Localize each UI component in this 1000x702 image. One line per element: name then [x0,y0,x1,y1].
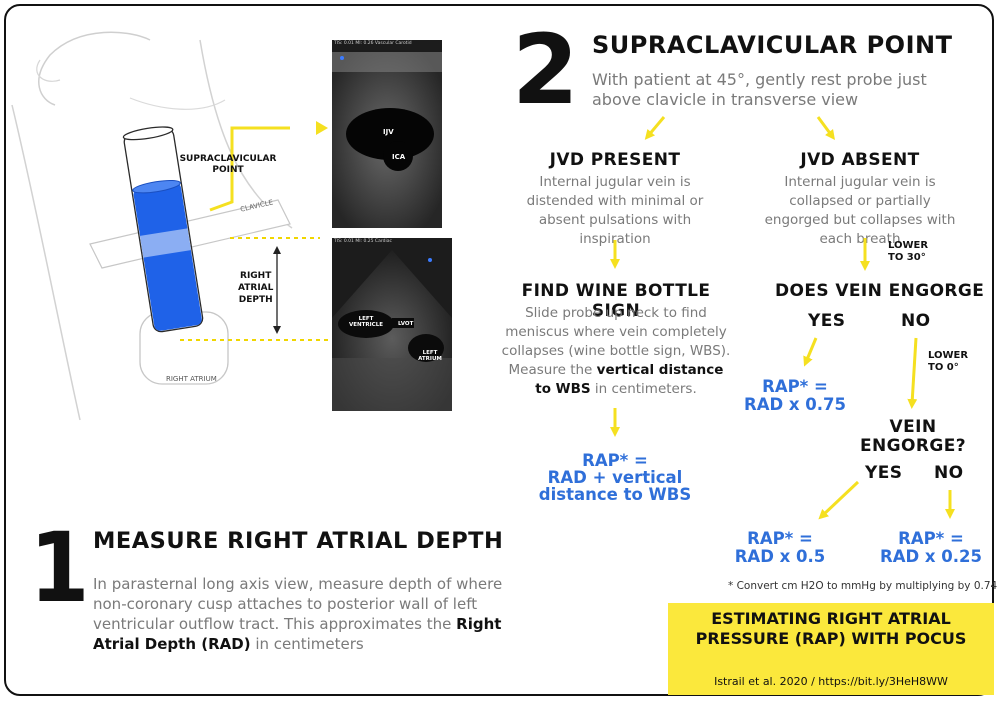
rad-line-1: RIGHT [240,271,272,281]
wine-bottle-title: FIND WINE BOTTLE SIGN [521,281,711,321]
rap-wbs-line-2: RAD + vertical [547,468,683,487]
rad-line-2: ATRIAL [238,283,274,293]
rad-line-3: DEPTH [238,295,273,305]
wine-bottle-desc-text-2: in centimeters. [590,381,697,397]
step-1-desc: In parasternal long axis view, measure d… [93,574,513,654]
callout-arrow-head [316,121,328,135]
rap-05-result: RAP* = RAD x 0.5 [720,530,840,566]
neck-illustration [11,31,330,421]
supraclavicular-line-1: SUPRACLAVICULAR [179,154,277,164]
lower-0-line-2: TO 0° [928,362,959,373]
rap-075-line-1: RAP* = [762,377,828,396]
rap-wbs-line-3: distance to WBS [538,485,692,504]
supraclavicular-line-2: POINT [212,165,244,175]
rap-05-line-2: RAD x 0.5 [734,547,826,566]
does-vein-engorge-title: DOES VEIN ENGORGE [775,281,985,301]
lower-to-0-label: LOWER TO 0° [928,350,968,374]
vein-engorge-question: VEIN ENGORGE? [848,418,978,456]
step-1-title: MEASURE RIGHT ATRIAL DEPTH [93,528,504,554]
step-1-number: 1 [29,512,90,624]
step-2-number: 2 [512,14,579,126]
jvd-absent-title: JVD ABSENT [800,150,920,170]
no-label-1: NO [901,311,931,331]
label-supraclavicular-point: SUPRACLAVICULAR POINT [178,154,278,176]
step-1-desc-text-1: In parasternal long axis view, measure d… [93,575,503,633]
step-2-title: SUPRACLAVICULAR POINT [592,31,953,59]
jvd-absent-desc: Internal jugular vein is collapsed or pa… [764,174,956,247]
caption-box: ESTIMATING RIGHT ATRIAL PRESSURE (RAP) W… [668,603,994,695]
page-frame [4,4,994,696]
rap-025-line-2: RAD x 0.25 [879,547,982,566]
caption-title: ESTIMATING RIGHT ATRIAL PRESSURE (RAP) W… [695,609,967,648]
us-heart-lvot-label: LVOT [398,321,414,327]
us-neck-marker [340,56,344,60]
us-heart-marker [428,258,432,262]
lower-0-line-1: LOWER [928,350,969,361]
rap-075-result: RAP* = RAD x 0.75 [730,378,860,414]
vein-engorge-line-1: VEIN [889,417,937,437]
jvd-present-desc: Internal jugular vein is distended with … [526,174,704,247]
lower-30-line-1: LOWER [888,240,929,251]
step-2-intro: With patient at 45°, gently rest probe j… [592,70,927,109]
rap-025-result: RAP* = RAD x 0.25 [872,530,990,566]
yes-label-1: YES [808,311,846,331]
us-neck-ijv-label: IJV [383,128,394,136]
wine-bottle-desc-text-1: Slide probe up neck to find meniscus whe… [501,305,731,378]
wine-bottle-desc-bold: vertical distance to WBS [535,362,724,397]
us-heart-header: TIS: 0.01 MI: 0.25 Cardiac [334,239,392,244]
jvd-present-title: JVD PRESENT [549,150,681,170]
yes-label-2: YES [865,463,903,483]
step-1-desc-text-2: in centimeters [250,635,364,653]
no-label-2: NO [934,463,964,483]
rap-05-line-1: RAP* = [747,529,813,548]
ultrasound-heart-image: TIS: 0.01 MI: 0.25 Cardiac LEFT VENTRICL… [332,238,452,411]
vein-engorge-line-2: ENGORGE? [860,436,966,456]
ultrasound-neck-image: TIS: 0.01 MI: 0.26 Vascular Carotid IJV … [332,40,442,228]
us-heart-la-label: LEFT ATRIUM [418,350,442,362]
footnote: * Convert cm H2O to mmHg by multiplying … [728,580,998,592]
rap-wbs-result: RAP* = RAD + vertical distance to WBS [520,452,710,503]
rap-075-line-2: RAD x 0.75 [743,395,846,414]
us-neck-ica-label: ICA [392,153,406,161]
lower-30-line-2: TO 30° [888,252,926,263]
rap-025-line-1: RAP* = [898,529,964,548]
rap-wbs-line-1: RAP* = [582,451,648,470]
lower-to-30-label: LOWER TO 30° [888,240,928,264]
label-right-atrium: RIGHT ATRIUM [166,375,217,383]
label-right-atrial-depth: RIGHT ATRIAL DEPTH [238,270,273,306]
step-1-desc-bold: Right Atrial Depth (RAD) [93,615,502,653]
us-heart-lv-label: LEFT VENTRICLE [349,316,383,328]
us-neck-header: TIS: 0.01 MI: 0.26 Vascular Carotid [334,41,412,46]
wine-bottle-desc: Slide probe up neck to find meniscus whe… [500,304,732,399]
caption-reference: Istrail et al. 2020 / https://bit.ly/3He… [714,675,948,688]
